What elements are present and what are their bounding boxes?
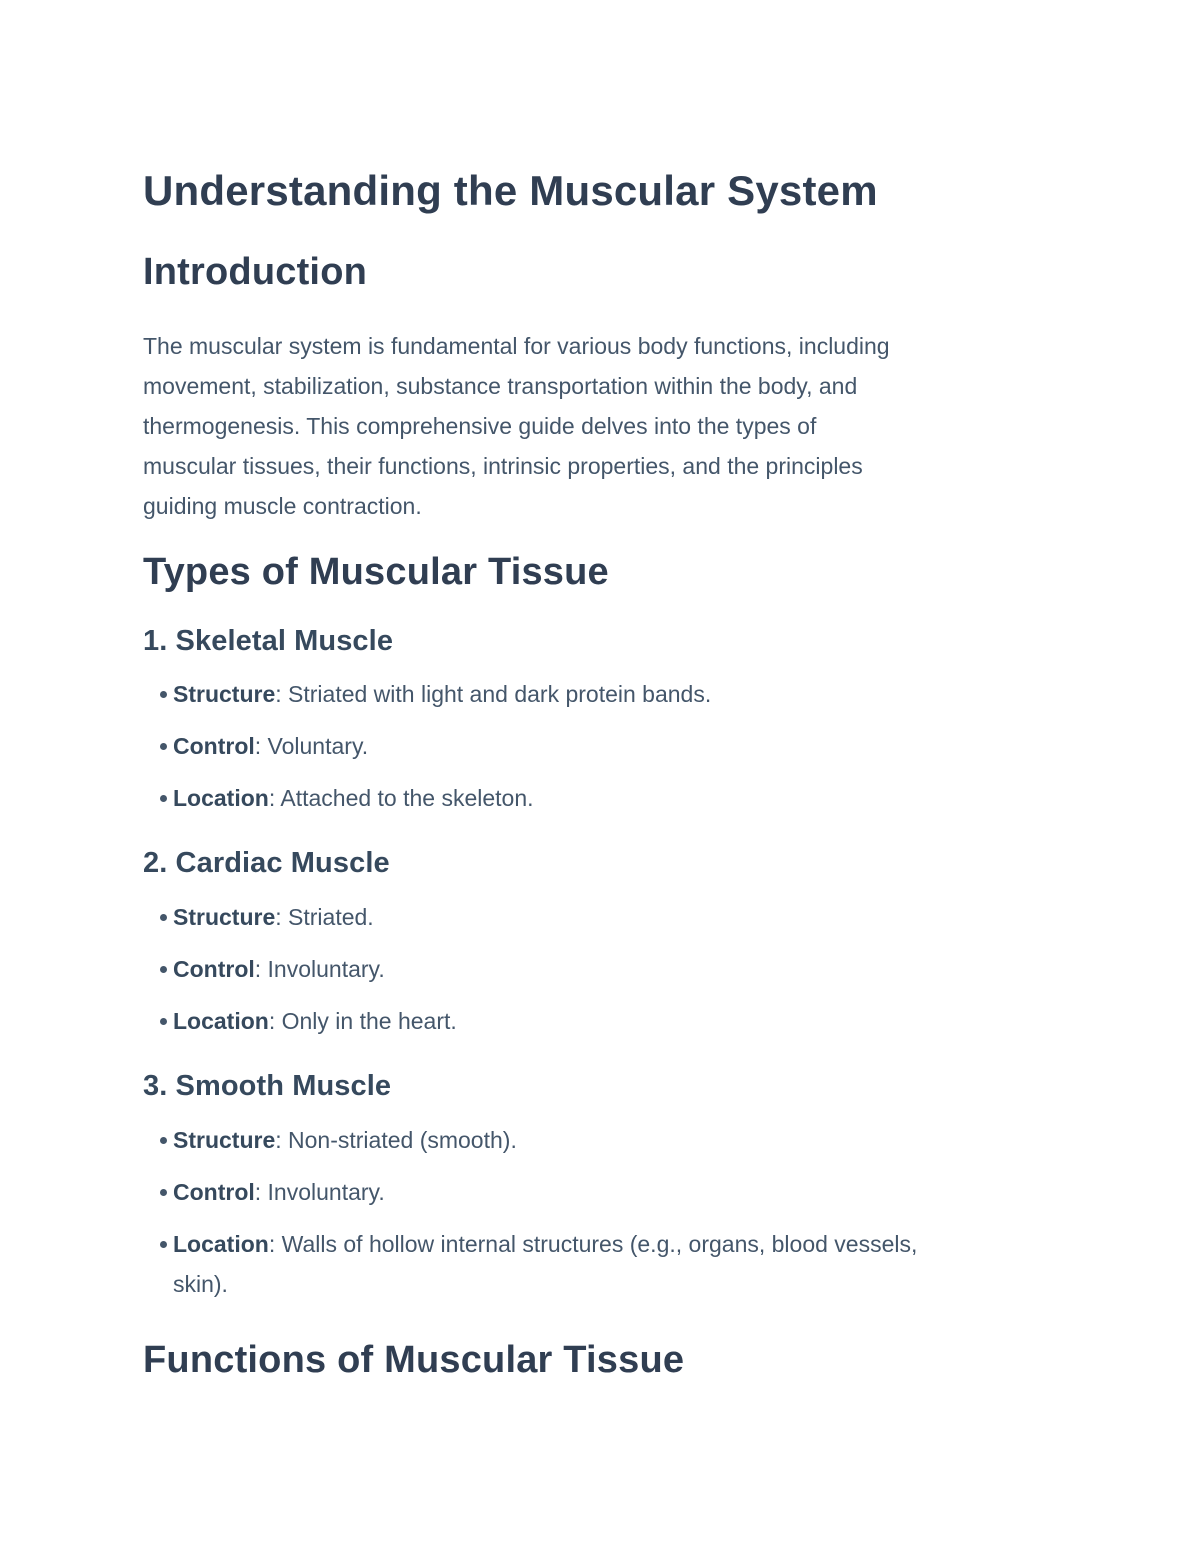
bullet-desc: Attached to the skeleton.	[280, 785, 534, 812]
paragraph-line: movement, stabilization, substance trans…	[143, 372, 858, 399]
bullet-separator: :	[275, 1126, 289, 1153]
document-title: Understanding the Muscular System	[143, 167, 878, 214]
paragraph-line: muscular tissues, their functions, intri…	[143, 452, 863, 479]
bullet-icon	[160, 1136, 167, 1144]
bullet-desc: Involuntary.	[267, 1178, 385, 1205]
bullet-term: Control	[173, 1178, 255, 1205]
bullet-icon	[160, 914, 167, 922]
bullet-desc: Voluntary.	[267, 733, 369, 760]
bullet-item: Control: Involuntary.	[143, 949, 1060, 989]
bullet-separator: :	[268, 1230, 282, 1257]
bullet-desc: Non-striated (smooth).	[288, 1126, 517, 1153]
bullet-separator: :	[268, 785, 281, 812]
bullet-item: Control: Voluntary.	[143, 726, 1060, 766]
bullet-item: Structure: Striated with light and dark …	[143, 674, 1060, 714]
bullet-separator: :	[254, 733, 268, 760]
bullet-icon	[160, 743, 167, 751]
bullet-icon	[160, 1018, 167, 1026]
section-heading-types: Types of Muscular Tissue	[143, 550, 609, 593]
bullet-icon	[160, 966, 167, 974]
bullet-term: Control	[173, 733, 255, 760]
section-heading-introduction: Introduction	[143, 251, 368, 294]
bullet-item: Location: Only in the heart.	[143, 1001, 1060, 1041]
bullet-icon	[160, 1240, 167, 1248]
bullet-separator: :	[275, 681, 289, 708]
bullet-item: Structure: Non-striated (smooth).	[143, 1120, 1060, 1160]
bullet-term: Structure	[173, 1126, 276, 1153]
bullet-icon	[160, 691, 167, 699]
bullet-separator: :	[268, 1008, 282, 1035]
bullet-separator: :	[254, 1178, 268, 1205]
bullet-desc: Walls of hollow internal structures (e.g…	[281, 1230, 918, 1257]
subsection-heading-skeletal: 1. Skeletal Muscle	[143, 624, 394, 657]
bullet-term: Location	[173, 1008, 269, 1035]
bullet-desc: Involuntary.	[267, 956, 385, 983]
bullet-desc: Striated.	[288, 904, 374, 931]
bullet-term: Structure	[173, 681, 276, 708]
subsection-heading-smooth: 3. Smooth Muscle	[143, 1070, 392, 1103]
bullet-item: Location: Walls of hollow internal struc…	[143, 1224, 1060, 1304]
intro-paragraph: The muscular system is fundamental for v…	[143, 326, 1060, 526]
bullet-list-smooth: Structure: Non-striated (smooth). Contro…	[143, 1120, 1060, 1304]
bullet-list-skeletal: Structure: Striated with light and dark …	[143, 674, 1060, 818]
bullet-term: Location	[173, 1230, 269, 1257]
bullet-icon	[160, 1188, 167, 1196]
bullet-desc: Only in the heart.	[281, 1008, 457, 1035]
subsection-heading-cardiac: 2. Cardiac Muscle	[143, 847, 390, 880]
bullet-separator: :	[275, 904, 289, 931]
bullet-desc-continued: skin).	[173, 1270, 228, 1297]
bullet-term: Location	[173, 785, 269, 812]
bullet-item: Structure: Striated.	[143, 897, 1060, 937]
paragraph-line: The muscular system is fundamental for v…	[143, 332, 890, 359]
bullet-icon	[160, 795, 167, 803]
paragraph-line: guiding muscle contraction.	[143, 492, 422, 519]
bullet-list-cardiac: Structure: Striated. Control: Involuntar…	[143, 897, 1060, 1041]
bullet-desc: Striated with light and dark protein ban…	[288, 681, 712, 708]
bullet-item: Control: Involuntary.	[143, 1172, 1060, 1212]
bullet-item: Location: Attached to the skeleton.	[143, 778, 1060, 818]
bullet-separator: :	[254, 956, 268, 983]
section-heading-functions: Functions of Muscular Tissue	[143, 1338, 685, 1381]
bullet-term: Structure	[173, 904, 276, 931]
paragraph-line: thermogenesis. This comprehensive guide …	[143, 412, 817, 439]
bullet-term: Control	[173, 956, 255, 983]
